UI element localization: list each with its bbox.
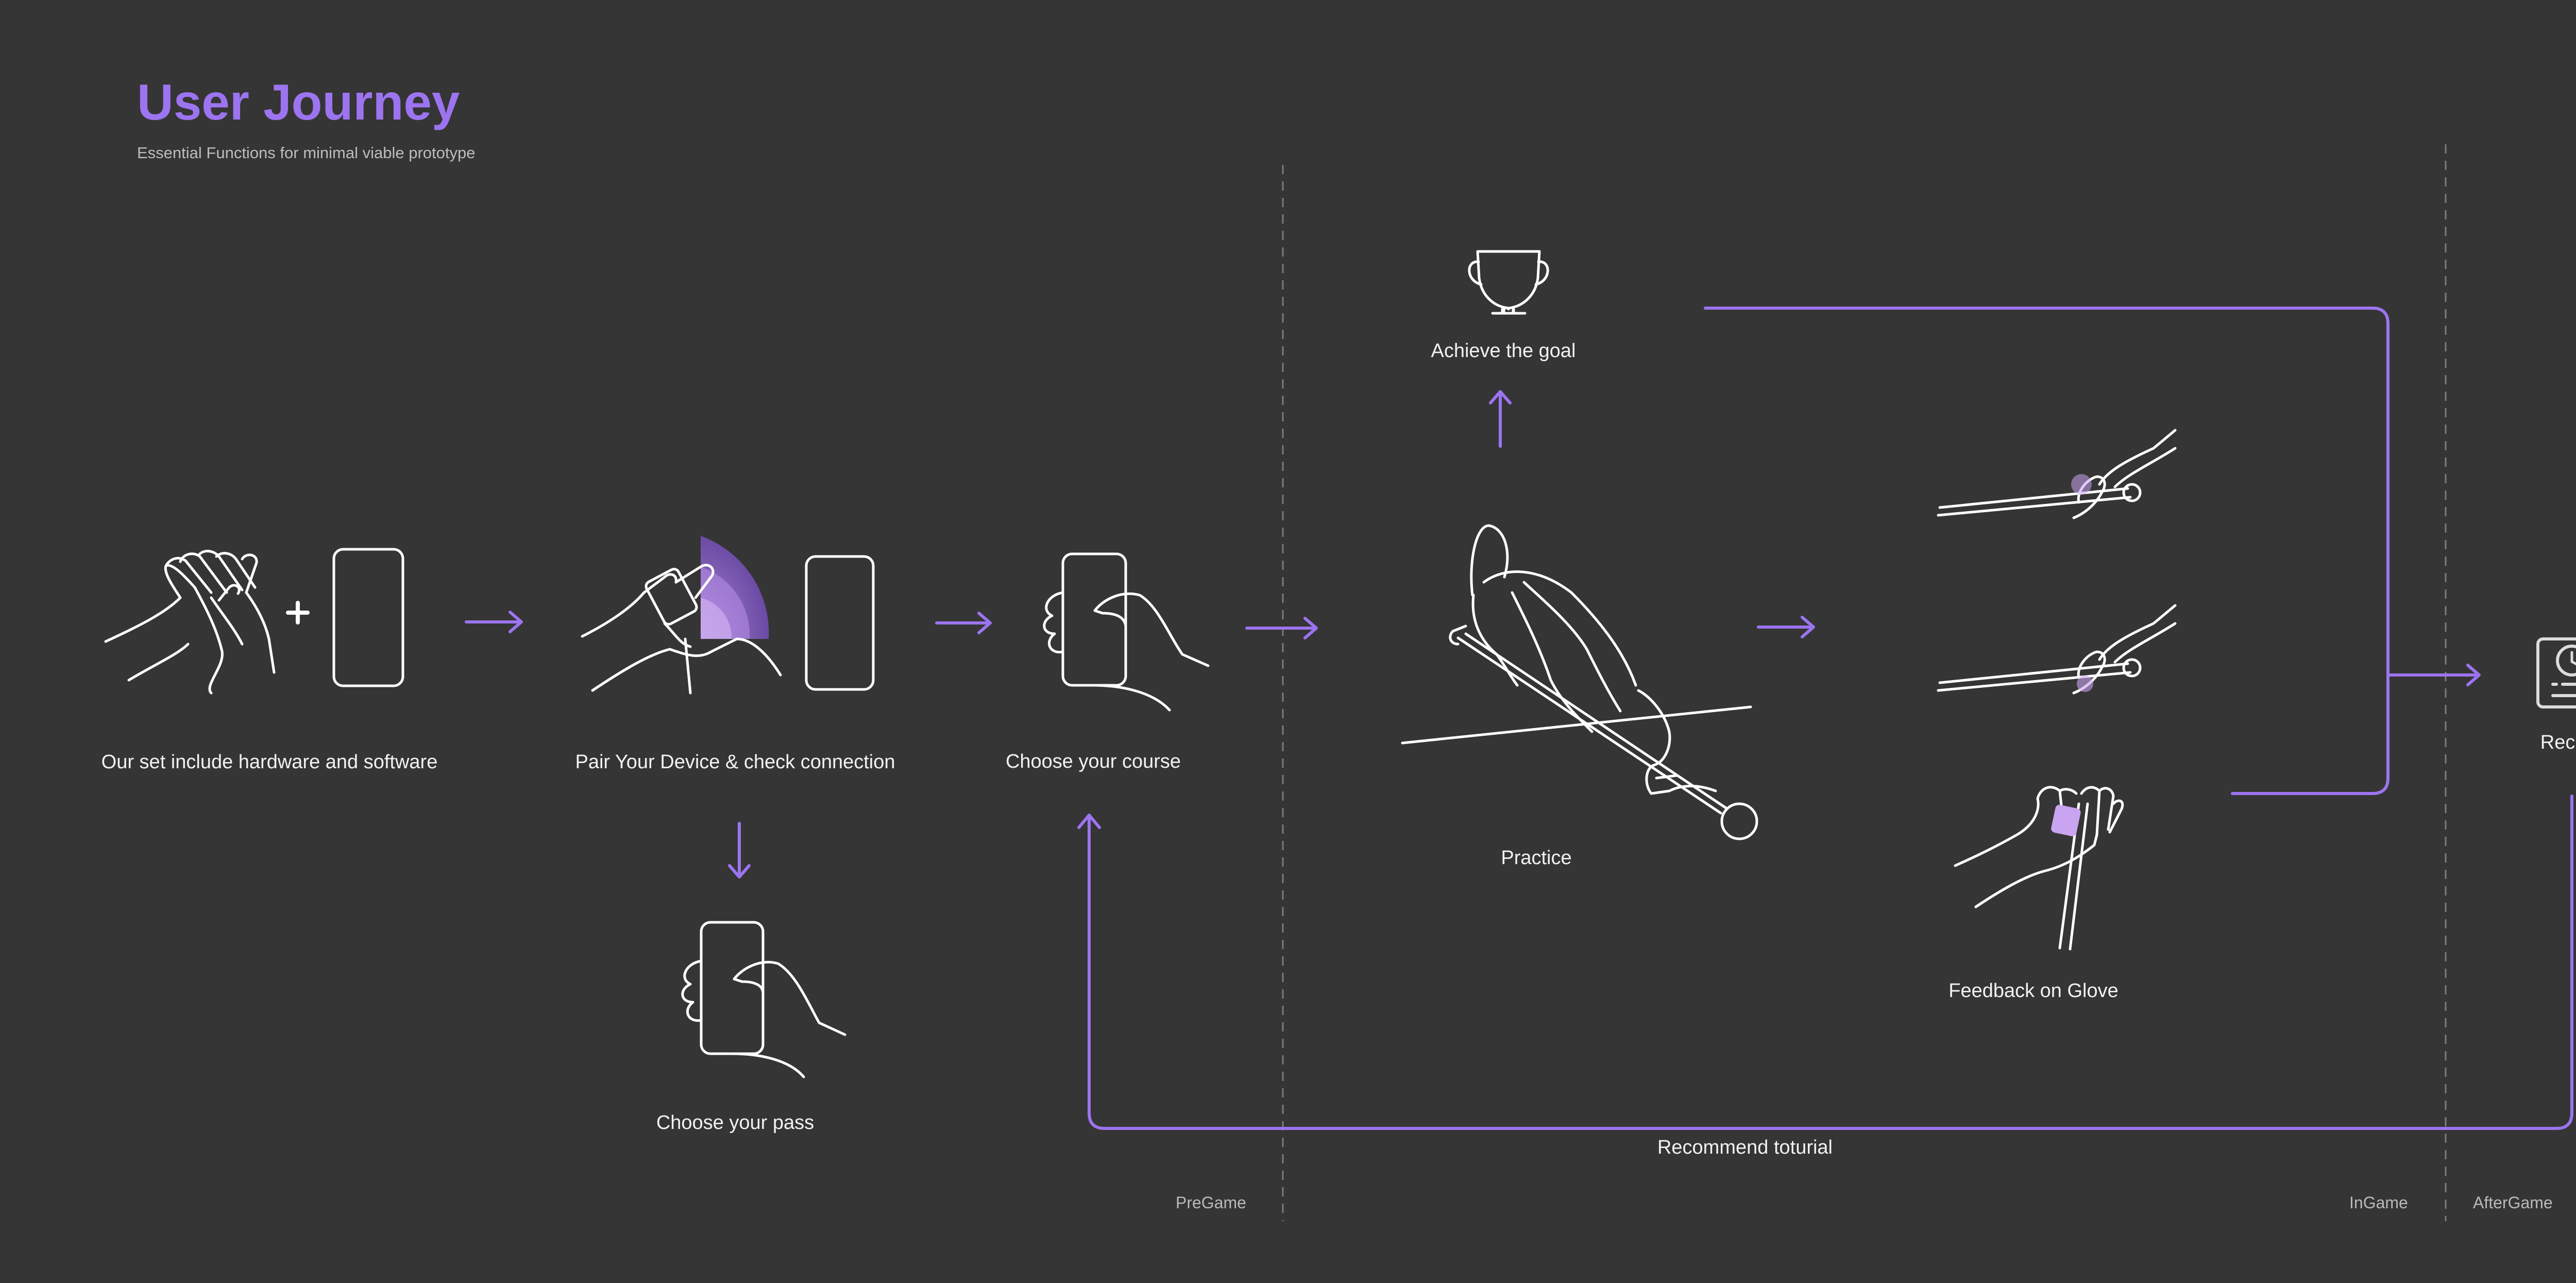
phase-label-aftergame: AfterGame <box>2473 1193 2553 1212</box>
arrow-up-goal <box>1489 390 1512 448</box>
page-subtitle: Essential Functions for minimal viable p… <box>137 144 475 162</box>
arrow-right-3 <box>1245 617 1318 639</box>
step-label-choose-pass: Choose your pass <box>656 1112 814 1134</box>
step-label-pair-device: Pair Your Device & check connection <box>575 751 895 773</box>
wireless-pairing-icon <box>701 536 769 639</box>
hand-holding-phone-icon <box>1043 552 1210 712</box>
phone-icon <box>805 555 875 691</box>
step-label-practice: Practice <box>1501 847 1571 869</box>
phone-icon <box>332 548 404 687</box>
step-label-achieve-goal: Achieve the goal <box>1431 340 1576 362</box>
cue-grip-hand-icon <box>1937 604 2177 695</box>
flow-connector-to-record <box>1704 307 2481 795</box>
phase-label-ingame: InGame <box>2349 1193 2408 1212</box>
page-title: User Journey <box>137 74 460 130</box>
glove-hand-icon <box>1954 786 2124 951</box>
arrow-right-2 <box>935 612 992 634</box>
arrow-down-pass <box>728 822 751 879</box>
step-label-record: Record <box>2540 732 2576 753</box>
cue-grip-hand-icon <box>1937 429 2177 519</box>
step-label-choose-course: Choose your course <box>1006 751 1181 772</box>
trophy-icon <box>1468 250 1549 315</box>
phase-label-pregame: PreGame <box>1176 1193 1246 1212</box>
hand-holding-phone-icon <box>681 921 846 1078</box>
loop-label-recommend-tutorial: Recommend toturial <box>1657 1137 1833 1158</box>
step-label-feedback-glove: Feedback on Glove <box>1948 980 2119 1002</box>
arrow-right-4 <box>1757 616 1815 638</box>
plus-icon <box>286 601 310 624</box>
record-document-icon <box>2536 637 2576 708</box>
arrow-right-1 <box>465 611 523 633</box>
step-label-hardware-software: Our set include hardware and software <box>101 751 438 773</box>
billiard-player-icon <box>1401 524 1758 840</box>
hand-holding-device-icon <box>581 564 782 695</box>
flow-loop-recommend <box>1088 795 2573 1130</box>
clapping-hands-icon <box>104 550 276 695</box>
